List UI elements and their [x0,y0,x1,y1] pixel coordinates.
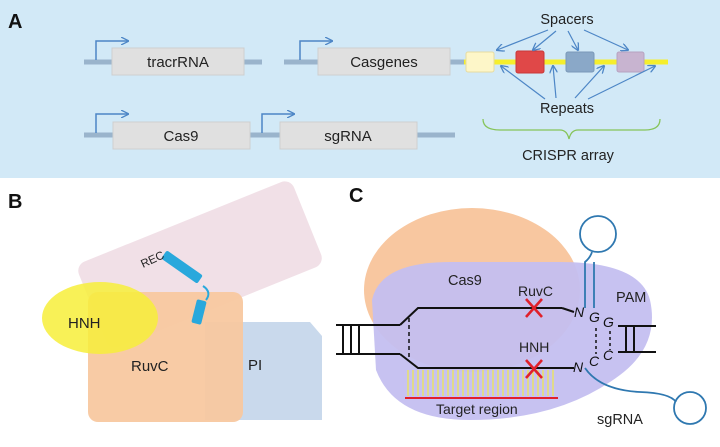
pam-base: C [603,347,614,363]
linker-helix [161,251,210,325]
array-block-spacer [616,51,645,73]
sgrna-label: sgRNA [597,412,643,428]
crispr-array-label: CRISPR array [522,148,615,164]
panel-a-label: A [8,11,22,33]
gene-tracrrna: tracrRNA [111,47,245,76]
pam-base: G [603,314,614,330]
ruvc-site-label: RuvC [518,283,553,299]
gene-label: sgRNA [324,128,372,145]
crispr-array: Spacers Repeats CRISPR array [464,12,668,164]
dna-top-strand [399,307,562,326]
cas9-lobe-purple [372,262,652,420]
hnh-site-label: HNH [519,339,549,355]
panel-b: B REC HNH RuvC PI [8,181,322,422]
gene-cas9: Cas9 [112,121,251,150]
gene-label: Casgenes [350,54,418,71]
gene-sgrna: sgRNA [279,121,418,150]
pam-label: PAM [616,290,646,306]
ruvc-label: RuvC [131,358,169,375]
promoter-arrow-icon [95,41,128,60]
hnh-label: HNH [68,315,101,332]
guide-rna-pairing [407,370,554,396]
sgrna-scaffold [579,215,707,425]
promoter-arrow-icon [95,114,128,133]
hnh-cut-icon [525,359,543,379]
pam-sequence: N G G N C C [573,304,614,375]
repeat-arrows [501,66,655,100]
repeats-label: Repeats [540,101,594,117]
dna-duplex-right [618,325,656,353]
gene-label: tracrRNA [147,54,209,71]
panel-c: C Cas9 RuvC HNH N G [336,185,707,428]
target-region-label: Target region [436,401,518,417]
panel-b-label: B [8,191,22,213]
array-bracket [482,118,661,140]
spacers-label: Spacers [540,12,593,28]
dna-duplex-left [336,324,400,355]
array-block-spacer [565,51,595,73]
ruvc-cut-icon [525,298,543,318]
promoter-arrow-icon [261,114,294,133]
array-block-leader [465,51,495,73]
hnh-domain [42,282,158,354]
spacer-arrows [497,29,628,50]
panel-c-label: C [349,185,363,207]
pam-base: C [589,353,600,369]
panel-a: A tracrRNA Casgenes Cas9 sgRNA [0,0,720,178]
array-block-spacer [515,50,545,74]
promoter-arrow-icon [299,41,332,60]
cas9-label: Cas9 [448,273,482,289]
gene-label: Cas9 [163,128,198,145]
gene-casgenes: Casgenes [317,47,451,76]
pam-base: N [573,359,584,375]
pi-label: PI [248,357,262,374]
pam-base: N [574,304,585,320]
dna-bottom-strand [399,353,562,369]
pam-base: G [589,309,600,325]
